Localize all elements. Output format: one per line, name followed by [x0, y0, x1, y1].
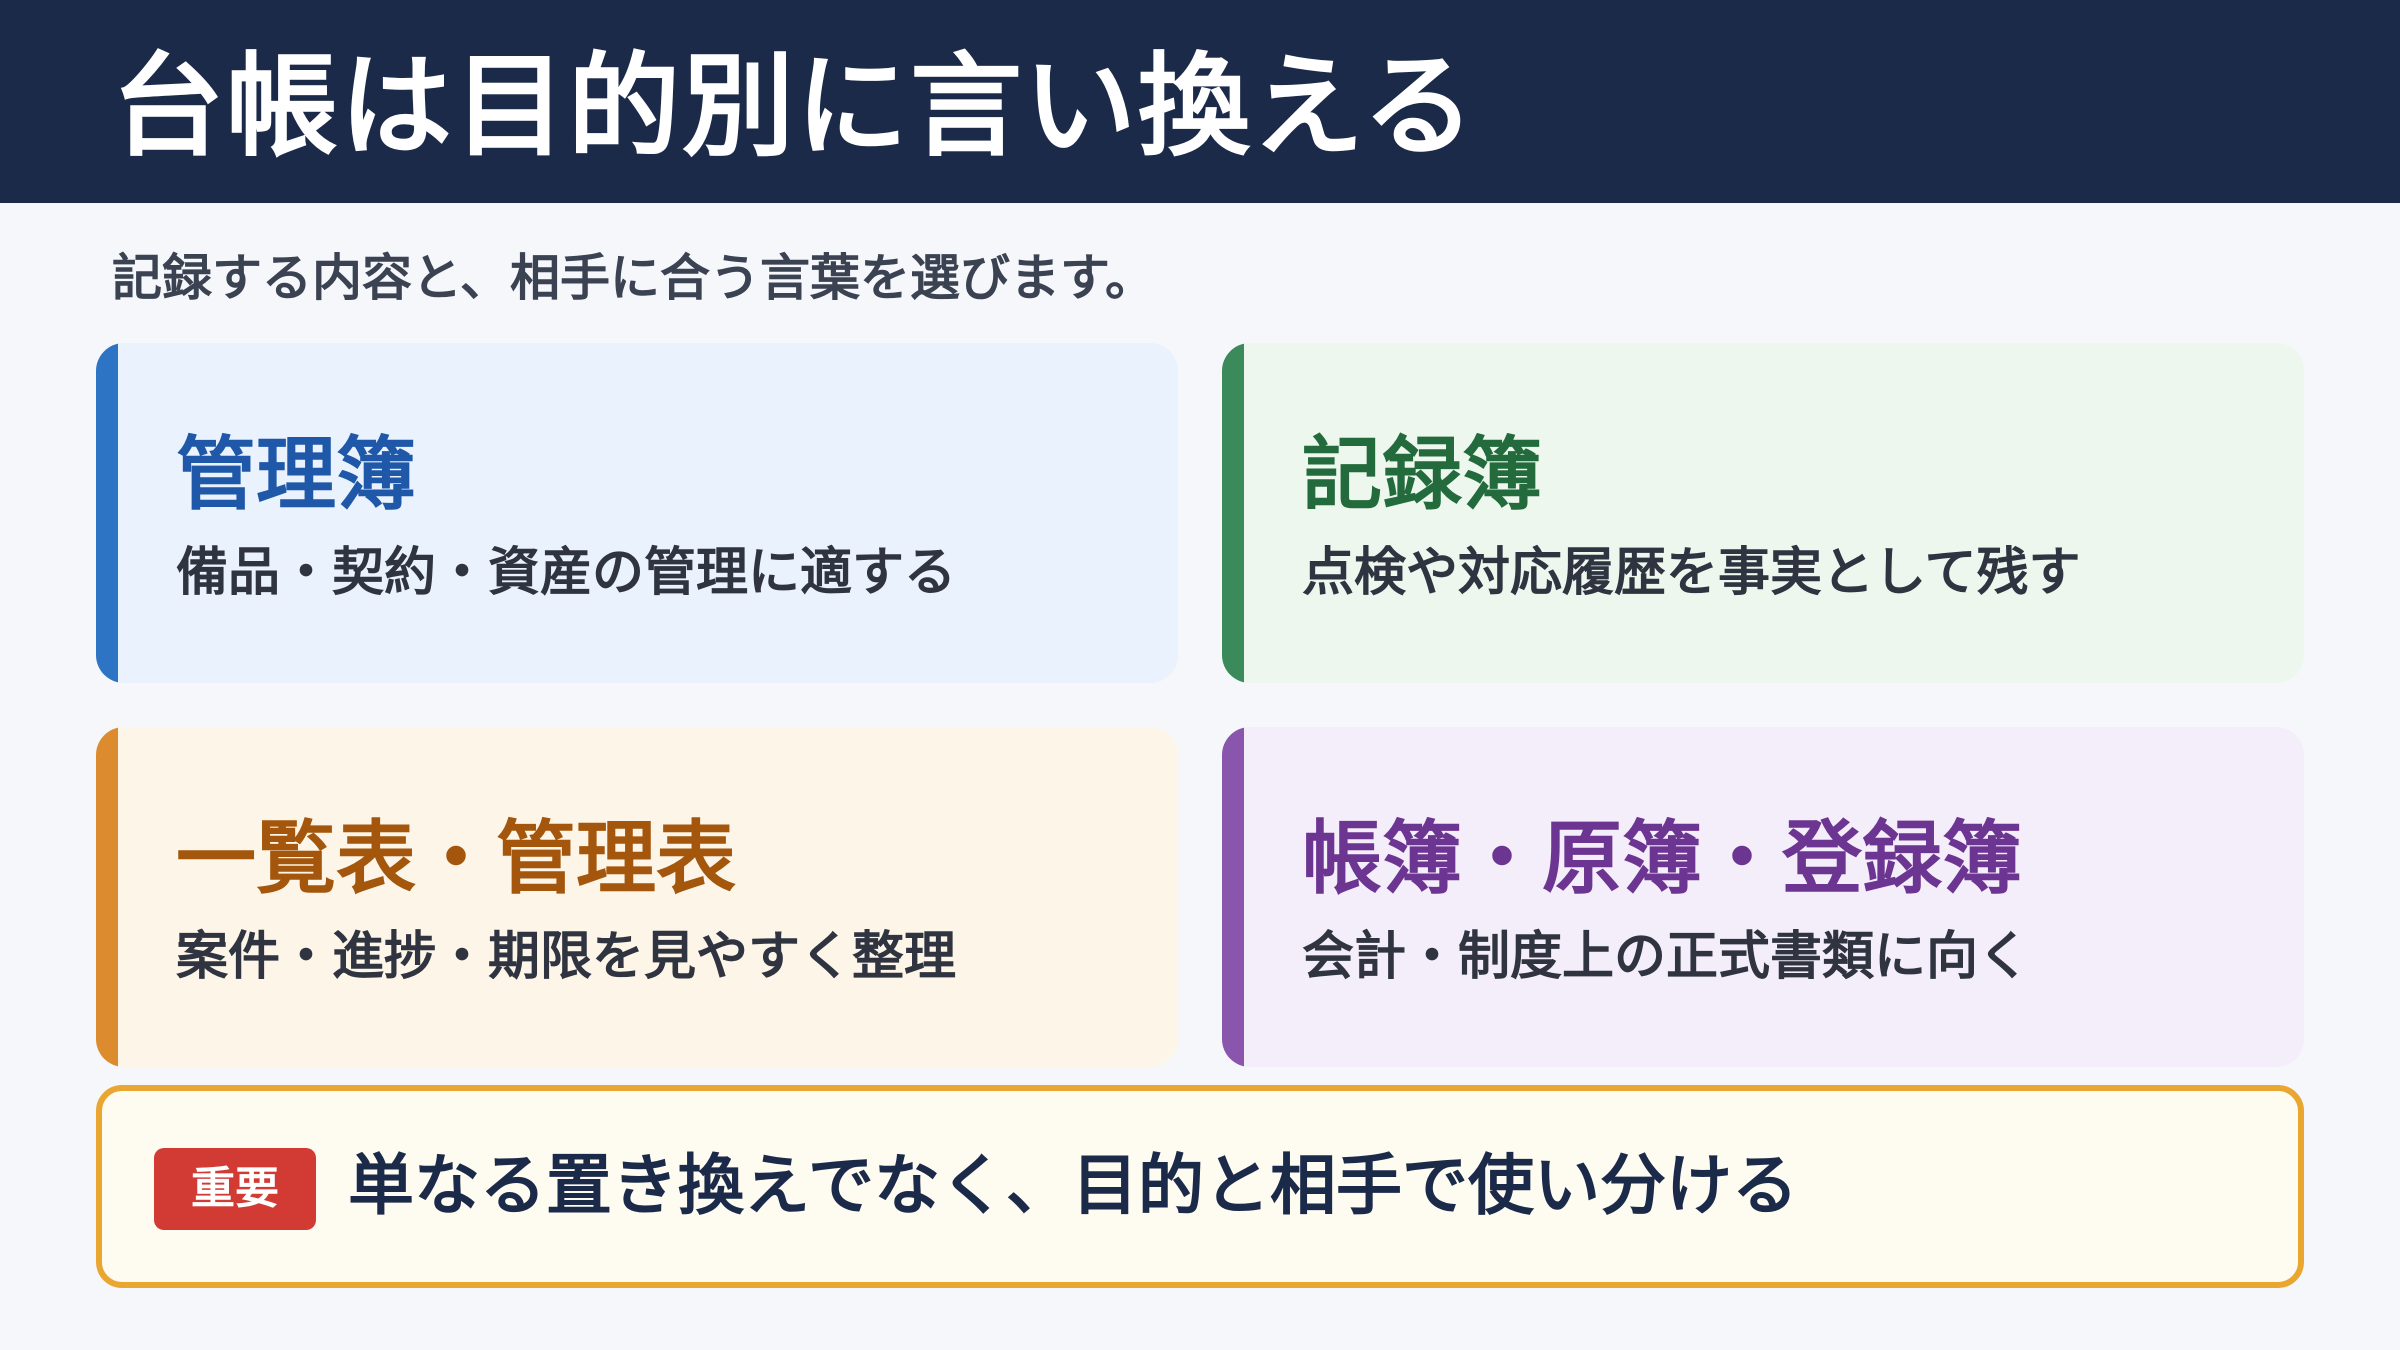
- page-subtitle: 記録する内容と、相手に合う言葉を選びます。: [112, 249, 1155, 307]
- card-description: 会計・制度上の正式書類に向く: [1302, 927, 2031, 987]
- card-description: 案件・進捗・期限を見やすく整理: [176, 927, 957, 987]
- card-kanribo: 管理簿 備品・契約・資産の管理に適する: [96, 343, 1178, 683]
- card-accent-bar: [1222, 727, 1244, 1067]
- card-kirokubo: 記録簿 点検や対応履歴を事実として残す: [1222, 343, 2304, 683]
- callout-text: 単なる置き換えでなく、目的と相手で使い分ける: [348, 1147, 1799, 1224]
- card-title: 記録簿: [1302, 428, 1542, 521]
- card-title: 管理簿: [176, 428, 416, 521]
- card-accent-bar: [96, 727, 118, 1067]
- title-bar: 台帳は目的別に言い換える: [0, 0, 2400, 203]
- card-ichiranhyo: 一覧表・管理表 案件・進捗・期限を見やすく整理: [96, 727, 1178, 1067]
- card-accent-bar: [96, 343, 118, 683]
- card-title: 帳簿・原簿・登録簿: [1302, 812, 2022, 905]
- card-chobo: 帳簿・原簿・登録簿 会計・制度上の正式書類に向く: [1222, 727, 2304, 1067]
- card-description: 点検や対応履歴を事実として残す: [1302, 543, 2081, 603]
- important-badge: 重要: [154, 1148, 316, 1230]
- card-description: 備品・契約・資産の管理に適する: [176, 543, 957, 603]
- important-callout: 重要 単なる置き換えでなく、目的と相手で使い分ける: [96, 1085, 2304, 1288]
- page-title: 台帳は目的別に言い換える: [112, 42, 1477, 172]
- card-title: 一覧表・管理表: [176, 812, 736, 905]
- card-accent-bar: [1222, 343, 1244, 683]
